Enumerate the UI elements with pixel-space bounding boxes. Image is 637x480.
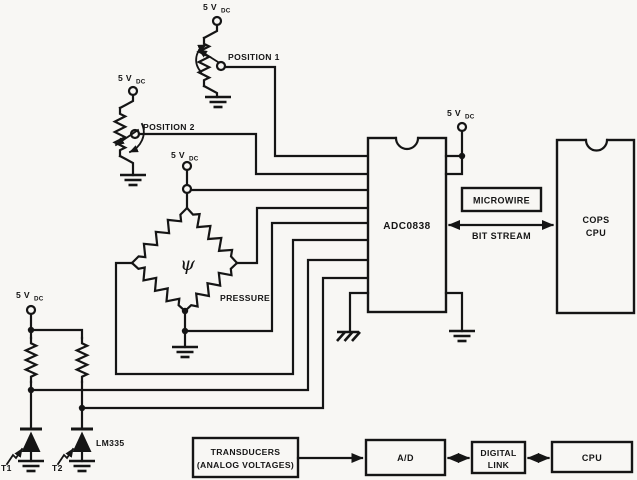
- wire-adc-dgnd: [444, 291, 464, 333]
- microwire-link: MICROWIRE BIT STREAM: [448, 186, 554, 241]
- vdc-sub-label: DC: [221, 8, 231, 15]
- wiper-terminal: [215, 60, 227, 72]
- power-terminal: [127, 85, 139, 97]
- bit-stream-label: BIT STREAM: [472, 231, 531, 241]
- wire-t2-to-adc: [80, 276, 370, 410]
- vdc-label: 5 V: [171, 150, 185, 160]
- position2-label: POSITION 2: [143, 122, 195, 132]
- wire: [118, 93, 135, 110]
- chip-notch-icon: [394, 136, 420, 151]
- adc0838-label: ADC0838: [383, 221, 430, 232]
- wire-bridge-bottom-to-adc: [183, 221, 370, 333]
- bridge-resistor-tl: [130, 206, 189, 265]
- pullup-resistor-t2: [74, 336, 90, 384]
- potentiometer-position2: 5 V DC POSITION 2: [112, 73, 195, 187]
- vdc-label: 5 V: [118, 73, 132, 83]
- ad-label: A/D: [397, 453, 414, 463]
- cops-cpu-chip: COPS CPU: [555, 138, 636, 315]
- cops-label-line1: COPS: [582, 215, 609, 225]
- adc0838-body: [366, 136, 448, 314]
- wire: [118, 154, 135, 177]
- transducers-label-line1: TRANSDUCERS: [211, 447, 281, 457]
- wire-position1-to-adc: [223, 65, 370, 158]
- system-flow-diagram: TRANSDUCERS (ANALOG VOLTAGES) A/D DIGITA…: [191, 436, 634, 479]
- digital-link-label-line2: LINK: [488, 460, 510, 470]
- chip-notch-icon: [584, 138, 609, 152]
- transducers-box: [191, 436, 300, 479]
- transducers-label-line2: (ANALOG VOLTAGES): [197, 460, 294, 470]
- sensor-arrow-icon: [56, 447, 75, 466]
- vdc-label: 5 V: [447, 108, 461, 118]
- bridge-top-terminal: [181, 183, 193, 195]
- pressure-bridge-transducer: 5 V DC ψ PRESSURE: [130, 150, 270, 359]
- bridge-resistor-tr: [185, 206, 239, 265]
- vdc-label: 5 V: [16, 290, 30, 300]
- adc-supply: 5 V DC: [444, 108, 475, 176]
- digital-link-label-line1: DIGITAL: [480, 448, 516, 458]
- microwire-box: [460, 186, 543, 213]
- cpu-label: CPU: [582, 453, 602, 463]
- wire-t1-to-adc: [29, 258, 370, 392]
- wire: [202, 84, 219, 99]
- power-terminal: [211, 15, 223, 27]
- psi-symbol: ψ: [180, 253, 196, 275]
- pullup-resistor-t1: [23, 336, 39, 384]
- wire-adc-agnd: [348, 291, 370, 333]
- microwire-label: MICROWIRE: [473, 196, 530, 206]
- wire: [444, 129, 464, 176]
- position1-label: POSITION 1: [228, 52, 280, 62]
- power-terminal: [456, 121, 468, 133]
- vdc-sub-label: DC: [136, 79, 146, 86]
- rotation-arrow-icon: [195, 43, 208, 74]
- cops-label-line2: CPU: [586, 228, 606, 238]
- ad-box: [364, 438, 447, 477]
- sensor-arrow-icon: [5, 447, 24, 466]
- lm335-diode-t1: [5, 427, 42, 466]
- wire-bridge-right-to-adc: [235, 206, 370, 265]
- vdc-sub-label: DC: [34, 296, 44, 303]
- resistor-zigzag: [112, 106, 128, 158]
- t1-label: T1: [1, 463, 12, 473]
- vdc-sub-label: DC: [189, 156, 199, 163]
- wire: [202, 23, 219, 40]
- junction-dot: [181, 307, 189, 315]
- t2-label: T2: [52, 463, 63, 473]
- temperature-sensors: 5 V DC T1 T2 LM335: [1, 290, 125, 473]
- wire: [29, 328, 84, 340]
- bridge-resistor-br: [183, 261, 239, 313]
- lm335-diode-t2: [56, 427, 93, 466]
- cpu-box: [550, 440, 634, 474]
- pressure-label: PRESSURE: [220, 293, 270, 303]
- digital-link-box: [470, 440, 527, 475]
- adc0838-chip: ADC0838: [366, 136, 448, 314]
- cops-cpu-body: [555, 138, 636, 315]
- vdc-label: 5 V: [203, 2, 217, 12]
- wire-position2-to-adc: [137, 132, 370, 176]
- wiper-arrow-icon: [197, 48, 220, 64]
- power-terminal: [25, 304, 37, 316]
- power-terminal: [181, 160, 193, 172]
- wiper-arrow-icon: [114, 128, 140, 147]
- lm335-label: LM335: [96, 438, 125, 448]
- junction-dot: [458, 152, 466, 160]
- resistor-zigzag: [196, 36, 212, 88]
- potentiometer-position1: 5 V DC POSITION 1: [195, 2, 280, 109]
- wire-bridge-left-to-adc: [114, 238, 370, 376]
- vdc-sub-label: DC: [465, 114, 475, 121]
- bridge-resistor-bl: [130, 261, 187, 313]
- rotation-arrow-icon: [128, 122, 145, 154]
